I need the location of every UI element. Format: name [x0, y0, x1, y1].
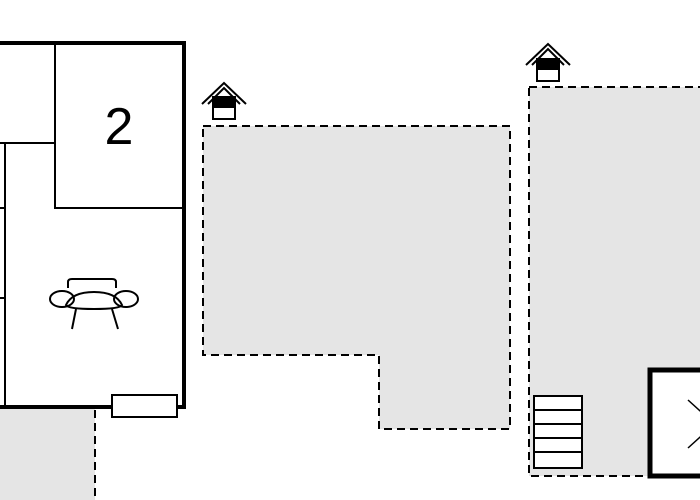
- room-2-wall: [54, 43, 184, 209]
- house-icon: [525, 42, 571, 82]
- building-outer-wall: [0, 41, 186, 409]
- room-number-label: 2: [105, 98, 134, 156]
- room-fragment-bottom-right: [647, 367, 700, 479]
- interior-wall-ticks: [0, 207, 5, 299]
- stairs-icon: [533, 395, 583, 469]
- building-floor: [0, 43, 184, 407]
- house-icon: [201, 81, 247, 120]
- window-icon: [111, 394, 178, 418]
- terrace-area-center: [202, 125, 511, 430]
- sofa-icon: [49, 278, 139, 330]
- terrace-area-bottom-left: [0, 405, 96, 500]
